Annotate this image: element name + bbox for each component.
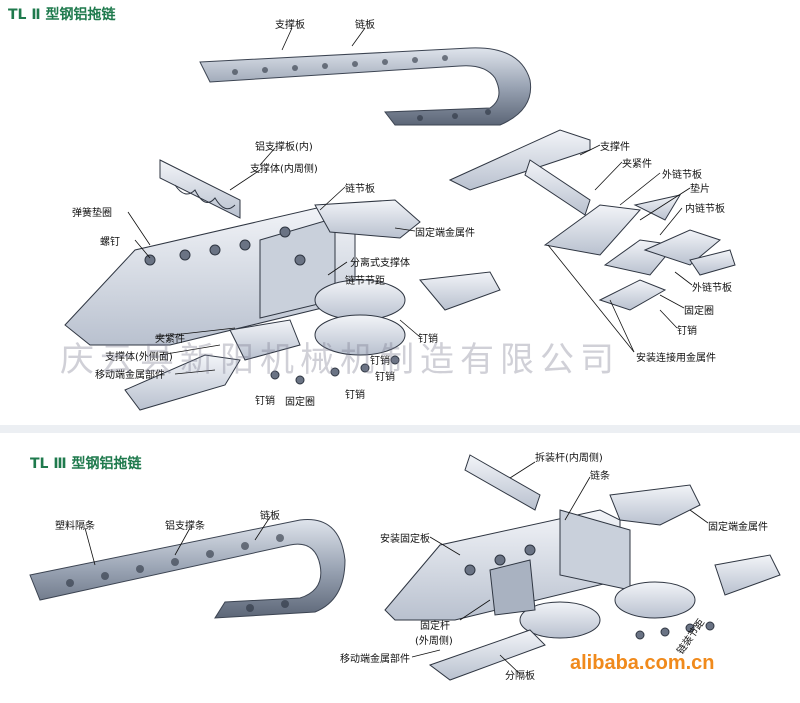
label-pin-4: 钉销	[345, 390, 365, 401]
title-roman: Ⅱ	[31, 7, 41, 23]
label-fixed-rod-side: (外周侧)	[415, 636, 453, 647]
label-mount-plate: 安装固定板	[380, 534, 430, 545]
label-al-support-plate-inner: 铝支撑板(内)	[255, 142, 313, 153]
label-separator: 分隔板	[505, 671, 535, 682]
label-support-plate: 支撑板	[275, 20, 305, 31]
label-install-metal: 安装连接用金属件	[636, 353, 716, 364]
label-separable-support: 分离式支撑体	[350, 258, 410, 269]
label-chain-pitch: 链节节距	[345, 276, 385, 287]
tl3-chain-photo	[29, 519, 346, 619]
title-text: 型钢铝拖链	[71, 456, 142, 472]
label-gasket: 垫片	[690, 184, 710, 195]
label-pin-3: 钉销	[375, 372, 395, 383]
label-support-part: 支撑件	[600, 142, 630, 153]
label-inner-link-plate: 内链节板	[685, 204, 725, 215]
title-text: 型钢铝拖链	[45, 7, 116, 23]
label-clamp-part: 夹紧件	[622, 159, 652, 170]
label-outer-link-plate: 外链节板	[662, 170, 702, 181]
label-retaining-ring: 固定圈	[285, 397, 315, 408]
watermark-text: 庆云县新阳机械机制造有限公司	[60, 340, 620, 380]
label-retaining-ring-2: 固定圈	[684, 306, 714, 317]
title-roman: Ⅲ	[53, 456, 67, 472]
title-prefix: TL	[30, 456, 49, 472]
label-outer-link-plate-2: 外链节板	[692, 283, 732, 294]
label-fixed-end-metal: 固定端金属件	[415, 228, 475, 239]
section-title-tl3: TL Ⅲ 型钢铝拖链	[30, 453, 141, 473]
label-pin-2: 钉销	[370, 356, 390, 367]
label-plastic-divider: 塑料隔条	[55, 521, 95, 532]
label-moving-end-metal: 移动端金属部件	[95, 370, 165, 381]
label-screw: 螺钉	[100, 237, 120, 248]
brand-watermark: alibaba.com.cn	[570, 652, 715, 674]
label-link-plate-2: 链板	[260, 511, 280, 522]
tl2-exploded-right	[448, 129, 736, 311]
label-chain-plate: 链节板	[345, 184, 375, 195]
label-support-body-outer: 支撑体(外侧面)	[105, 352, 173, 363]
label-al-support-bar: 铝支撑条	[165, 521, 205, 532]
label-pin-1: 钉销	[418, 334, 438, 345]
label-moving-end-metal-2: 移动端金属部件	[340, 654, 410, 665]
label-fixed-rod: 固定杆	[420, 621, 450, 632]
section-title-tl2: TL Ⅱ 型钢铝拖链	[8, 4, 115, 24]
label-chain: 链条	[590, 471, 610, 482]
label-removable-rod: 拆装杆(内周侧)	[535, 453, 603, 464]
tl2-chain-photo	[199, 47, 532, 126]
tl2-exploded-left	[64, 159, 501, 411]
leader-lines	[84, 27, 709, 675]
label-fixed-end-metal-2: 固定端金属件	[708, 522, 768, 533]
tl3-exploded	[384, 454, 781, 681]
label-pin-5: 钉销	[255, 396, 275, 407]
title-prefix: TL	[8, 7, 27, 23]
label-link-plate: 链板	[355, 20, 375, 31]
label-support-body-inner: 支撑体(内周侧)	[250, 164, 318, 175]
label-spring-washer: 弹簧垫圈	[72, 208, 112, 219]
label-clamp: 夹紧件	[155, 334, 185, 345]
label-pin-6: 钉销	[677, 326, 697, 337]
